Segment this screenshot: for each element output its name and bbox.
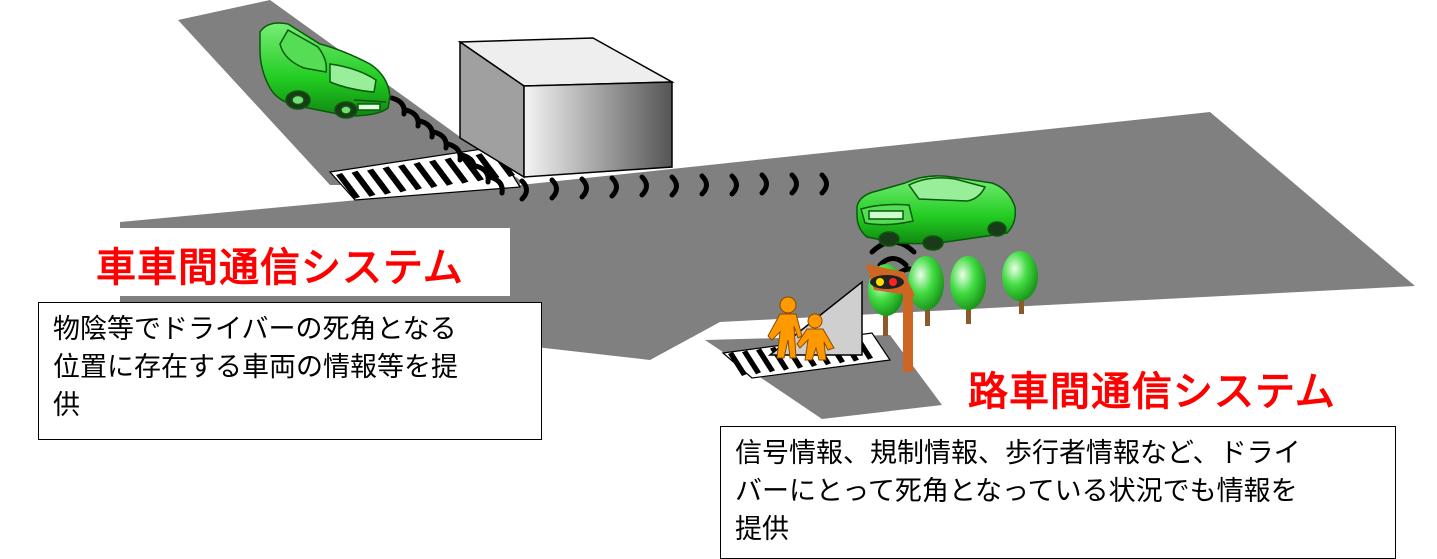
crosswalk-stripe: [728, 352, 747, 376]
crosswalk-stripe: [382, 166, 407, 193]
main-road: [120, 112, 1415, 360]
radio-wave-arc: [519, 178, 529, 202]
building-icon: [457, 37, 675, 179]
pedestrian-icon: [767, 296, 803, 359]
crosswalk-stripe: [351, 170, 376, 197]
radio-wave-arc: [819, 172, 829, 196]
radio-wave-icon: [519, 172, 829, 202]
radio-wave-icon: [389, 95, 505, 196]
radio-wave-arc: [759, 172, 769, 196]
radio-wave-arc: [403, 107, 421, 129]
radio-wave-arc: [639, 174, 649, 198]
radio-wave-arc: [579, 176, 589, 200]
tree-icon: [908, 256, 944, 326]
r2v-title: 路車間通信システム: [968, 369, 1336, 415]
v2v-description-box: 物陰等でドライバーの死角となる 位置に存在する車両の情報等を提 供: [38, 302, 542, 440]
crosswalk-stripe: [756, 348, 775, 373]
radio-wave-arc: [729, 173, 739, 197]
crosswalk-stripe: [429, 159, 453, 186]
radio-wave-arc: [417, 118, 435, 140]
radio-wave-arc: [549, 177, 559, 201]
radio-wave-arc: [473, 163, 491, 185]
traffic-signal-icon: [866, 264, 915, 372]
crosswalk-stripe: [336, 173, 360, 199]
radio-wave-arc: [669, 174, 679, 198]
radio-wave-arc: [487, 174, 505, 196]
crosswalk-stripe: [398, 164, 422, 191]
crosswalk-stripe: [475, 153, 500, 180]
crosswalk-stripe: [413, 162, 438, 188]
radio-wave-arc: [699, 173, 709, 197]
radio-wave-arc: [459, 152, 477, 174]
tree-icon: [1002, 251, 1038, 314]
pedestrian-icon: [796, 313, 835, 361]
radio-wave-arc: [445, 141, 463, 163]
crosswalk-stripe: [444, 157, 469, 184]
radio-wave-arc: [431, 129, 449, 151]
crosswalk-stripe: [742, 350, 761, 375]
tree-icon: [950, 256, 986, 324]
radio-wave-arc: [789, 172, 799, 196]
car-icon: [259, 22, 391, 119]
car-icon: [856, 175, 1017, 251]
white-mask-left: [0, 228, 510, 296]
radio-wave-arc: [609, 175, 619, 199]
crosswalk-stripe: [367, 168, 391, 195]
r2v-description-box: 信号情報、規制情報、歩行者情報など、ドライ バーにとって死角となっている状況でも…: [720, 426, 1396, 559]
radio-wave-arc: [389, 95, 407, 117]
v2v-title: 車車間通信システム: [96, 245, 464, 291]
